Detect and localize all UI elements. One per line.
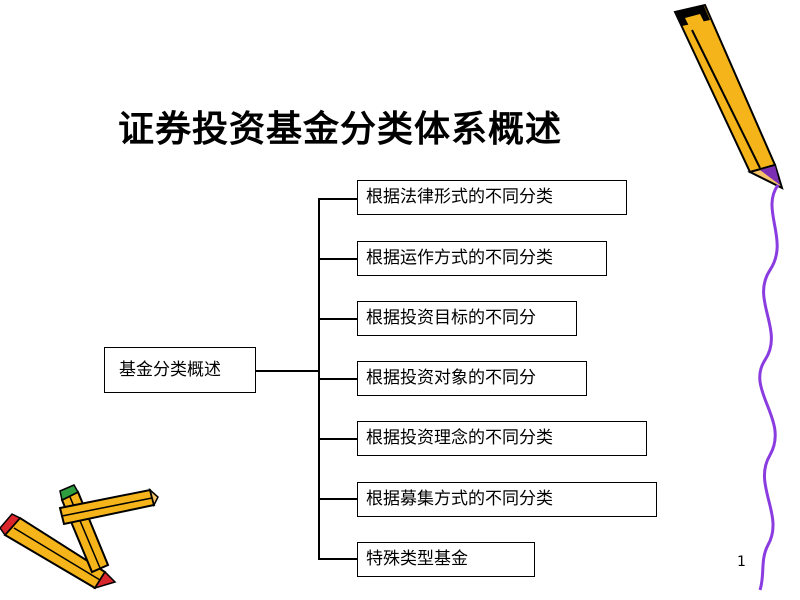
- curve-icon: [758, 184, 780, 591]
- branch-node: 根据募集方式的不同分类: [357, 482, 657, 517]
- page-number: 1: [737, 554, 746, 570]
- branch-connector: [318, 558, 358, 560]
- branch-node: 根据投资目标的不同分: [357, 301, 577, 336]
- branch-node: 根据投资对象的不同分: [357, 361, 587, 396]
- root-node: 基金分类概述: [104, 347, 256, 393]
- root-connector: [256, 370, 318, 372]
- pencils-icon: [0, 484, 159, 590]
- pencil-icon: [673, 3, 784, 190]
- branch-connector: [318, 378, 358, 380]
- branch-connector: [318, 438, 358, 440]
- branch-node: 根据投资理念的不同分类: [357, 421, 647, 456]
- page-title: 证券投资基金分类体系概述: [118, 108, 563, 150]
- branch-connector: [318, 498, 358, 500]
- branch-node: 根据法律形式的不同分类: [357, 180, 627, 215]
- branch-node: 根据运作方式的不同分类: [357, 241, 607, 276]
- branch-connector: [318, 318, 358, 320]
- branch-node: 特殊类型基金: [357, 542, 535, 577]
- branch-connector: [318, 258, 358, 260]
- branch-connector: [318, 198, 358, 200]
